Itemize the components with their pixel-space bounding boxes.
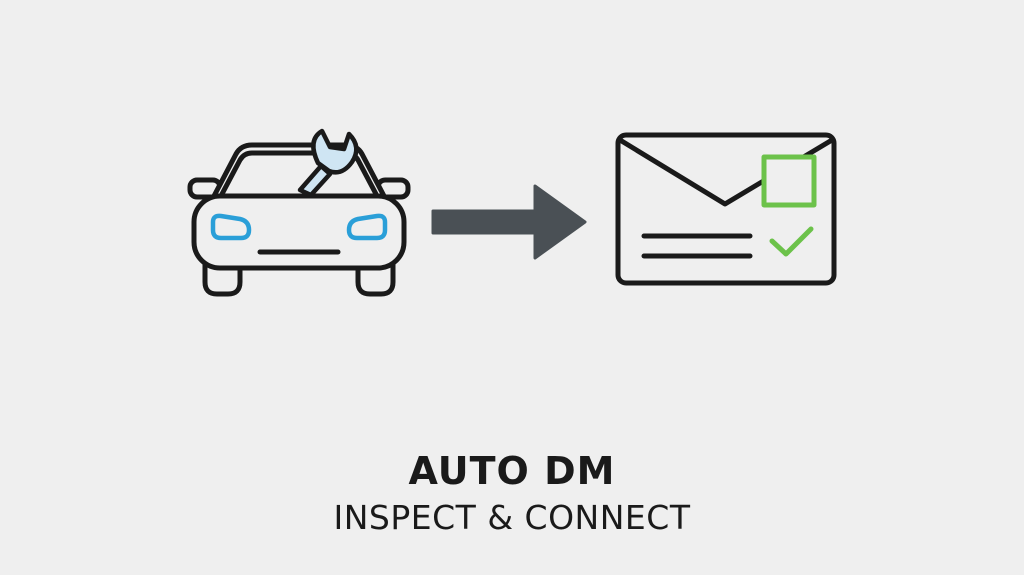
car-headlight-right [346, 213, 388, 241]
wrench-icon [297, 128, 359, 198]
wrench-shaft [297, 163, 333, 198]
envelope-checkbox [761, 154, 817, 208]
car-headlight-left [210, 213, 252, 241]
envelope-body [615, 132, 837, 286]
envelope-check-icon [615, 132, 837, 286]
wrench-head [311, 128, 359, 175]
brand-tagline: INSPECT & CONNECT [333, 498, 691, 537]
brand-title: AUTO DM [408, 449, 616, 493]
check-icon [769, 226, 814, 257]
car-with-wrench-icon [187, 142, 411, 297]
car-body [191, 193, 407, 271]
arrow-right-icon [431, 184, 587, 260]
